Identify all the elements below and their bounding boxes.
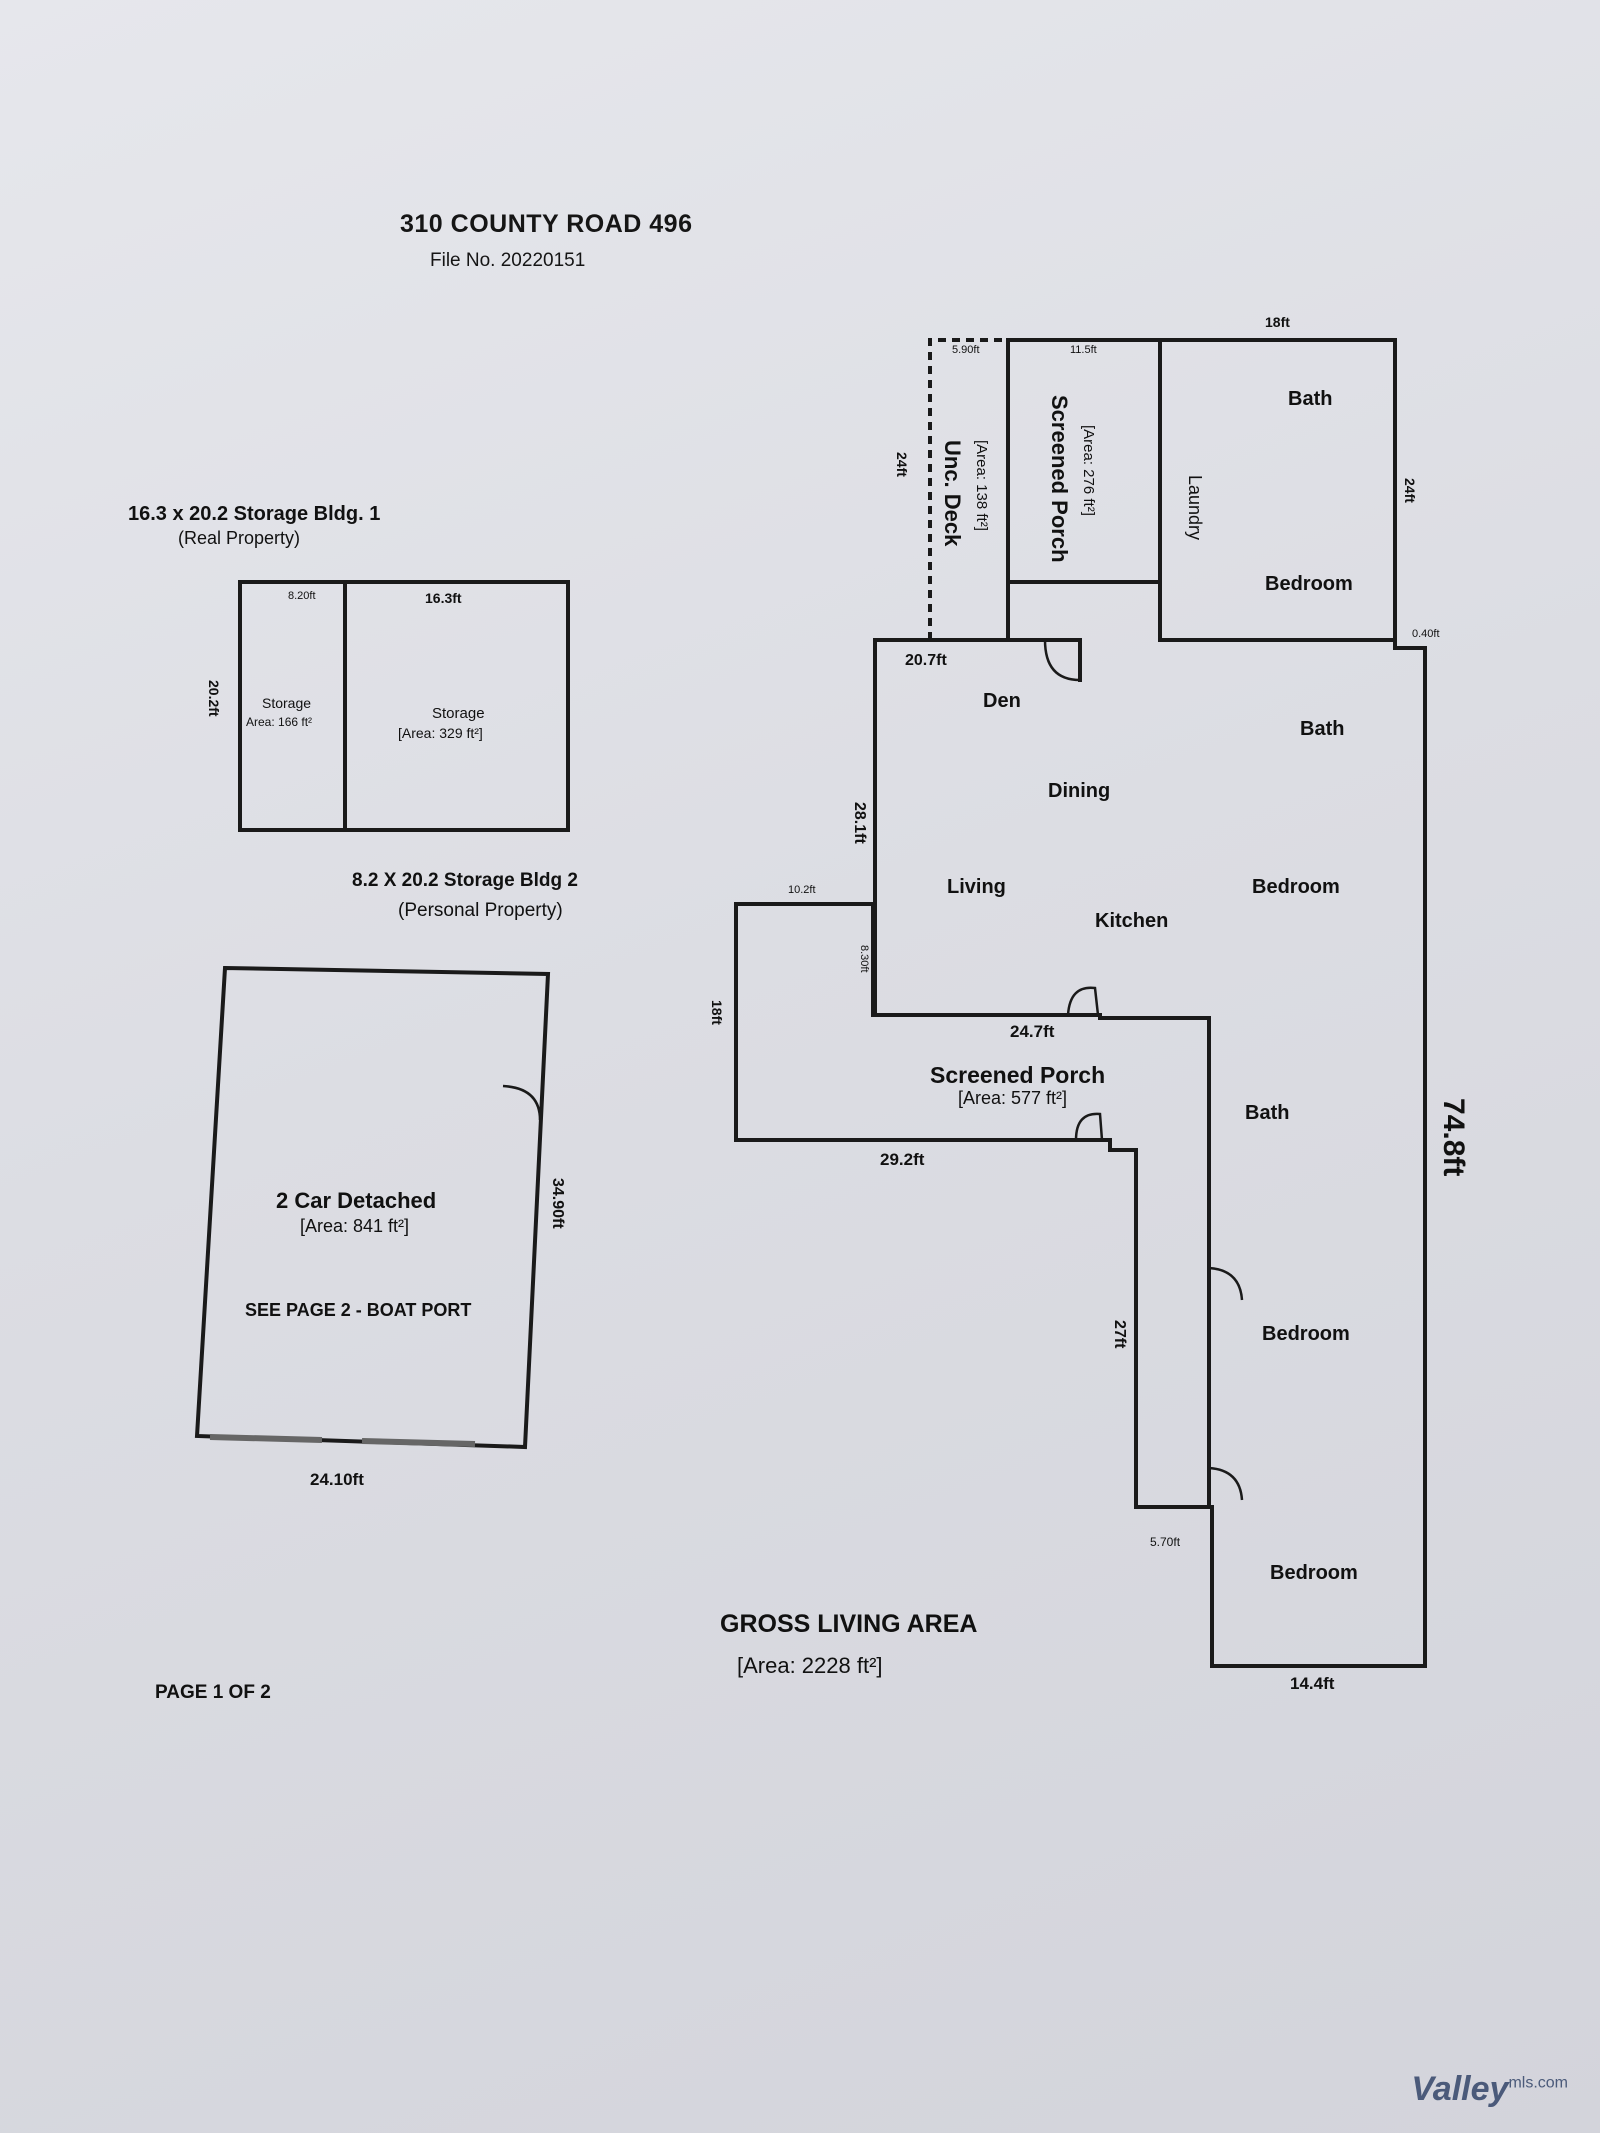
boat-port-note: SEE PAGE 2 - BOAT PORT <box>245 1300 472 1320</box>
garage-door-left <box>209 1434 323 1443</box>
deck-outline <box>928 338 1008 640</box>
room-screened-porch: Screened Porch <box>930 1062 1106 1088</box>
dim-bottom: 14.4ft <box>1290 1674 1335 1693</box>
room-bedroom-3: Bedroom <box>1262 1323 1350 1345</box>
room-bedroom-4: Bedroom <box>1270 1562 1358 1584</box>
storage-dim-top-left: 8.20ft <box>288 590 316 602</box>
storage-room-a-area: Area: 166 ft² <box>246 715 313 729</box>
house-outline <box>734 338 1427 1668</box>
garage-dim-bottom: 24.10ft <box>310 1470 364 1489</box>
storage-bldg1-subtitle: (Real Property) <box>178 528 301 548</box>
door-arc <box>1066 986 1100 1016</box>
dim-hall: 27ft <box>1111 1320 1128 1349</box>
dim-overall: 74.8ft <box>1437 1098 1470 1177</box>
watermark-suffix: mls.com <box>1508 2074 1568 2092</box>
dim-den-top: 20.7ft <box>905 652 947 669</box>
room-deck-label: Unc. Deck <box>940 440 965 547</box>
storage-bldg-outline <box>238 580 570 832</box>
room-bath-2: Bath <box>1300 718 1345 740</box>
room-screened-porch-area: [Area: 577 ft²] <box>958 1088 1068 1108</box>
garage-outline <box>194 965 551 1450</box>
storage-room-b-label: Storage <box>432 705 485 722</box>
page-number: PAGE 1 OF 2 <box>155 1682 271 1703</box>
dim-porch-step: 8.30ft <box>858 945 870 973</box>
dim-porch-top: 11.5ft <box>1070 344 1097 356</box>
room-kitchen: Kitchen <box>1095 910 1169 932</box>
dim-right-upper: 24ft <box>1402 478 1418 503</box>
room-dining: Dining <box>1048 780 1111 802</box>
door-arc <box>502 1084 542 1121</box>
garage-dim-side: 34.90ft <box>549 1178 566 1229</box>
garage-label: 2 Car Detached <box>276 1188 437 1213</box>
dim-left-mid: 28.1ft <box>851 802 868 844</box>
door-arc <box>1043 639 1081 682</box>
door-arc <box>1208 1266 1244 1301</box>
storage-bldg1-title: 16.3 x 20.2 Storage Bldg. 1 <box>128 503 381 525</box>
room-den: Den <box>983 690 1021 712</box>
dim-porch-left-top: 10.2ft <box>788 884 816 896</box>
dim-deck-top: 5.90ft <box>952 344 980 356</box>
room-top-porch-area: [Area: 276 ft²] <box>1080 425 1097 516</box>
room-top-porch-label: Screened Porch <box>1047 395 1072 563</box>
dim-deck-side: 24ft <box>894 452 910 477</box>
dim-porch-bottom: 29.2ft <box>880 1150 925 1169</box>
dim-porch-left: 18ft <box>709 1000 725 1025</box>
storage-room-b-area: [Area: 329 ft²] <box>398 725 483 741</box>
door-arc <box>1074 1112 1104 1141</box>
room-laundry: Laundry <box>1185 475 1205 541</box>
property-address: 310 COUNTY ROAD 496 <box>400 210 693 238</box>
room-bath-3: Bath <box>1245 1102 1290 1124</box>
storage-dim-top-right: 16.3ft <box>425 590 462 606</box>
garage-door-right <box>361 1438 476 1447</box>
room-deck-area: [Area: 138 ft²] <box>973 440 990 531</box>
watermark-text: Valley <box>1411 2070 1509 2108</box>
room-living: Living <box>947 876 1006 898</box>
storage-bldg2-subtitle: (Personal Property) <box>398 900 563 921</box>
dim-right-notch: 0.40ft <box>1412 628 1440 640</box>
garage-area: [Area: 841 ft²] <box>300 1216 410 1236</box>
file-number: File No. 20220151 <box>430 250 586 271</box>
room-bedroom-2: Bedroom <box>1252 876 1340 898</box>
storage-dim-side: 20.2ft <box>206 680 222 717</box>
storage-room-a-label: Storage <box>262 695 312 711</box>
dim-porch-inner: 24.7ft <box>1010 1022 1055 1041</box>
gla-label: GROSS LIVING AREA <box>720 1610 978 1638</box>
gla-area: [Area: 2228 ft²] <box>737 1653 883 1678</box>
dim-top: 18ft <box>1265 314 1290 330</box>
door-arc <box>1208 1466 1244 1501</box>
storage-bldg2-title: 8.2 X 20.2 Storage Bldg 2 <box>352 870 578 891</box>
valley-mls-watermark: Valleymls.com <box>1411 2070 1568 2109</box>
dim-step-bottom: 5.70ft <box>1150 1535 1181 1549</box>
room-bath-1: Bath <box>1288 388 1333 410</box>
room-bedroom-1: Bedroom <box>1265 573 1353 595</box>
